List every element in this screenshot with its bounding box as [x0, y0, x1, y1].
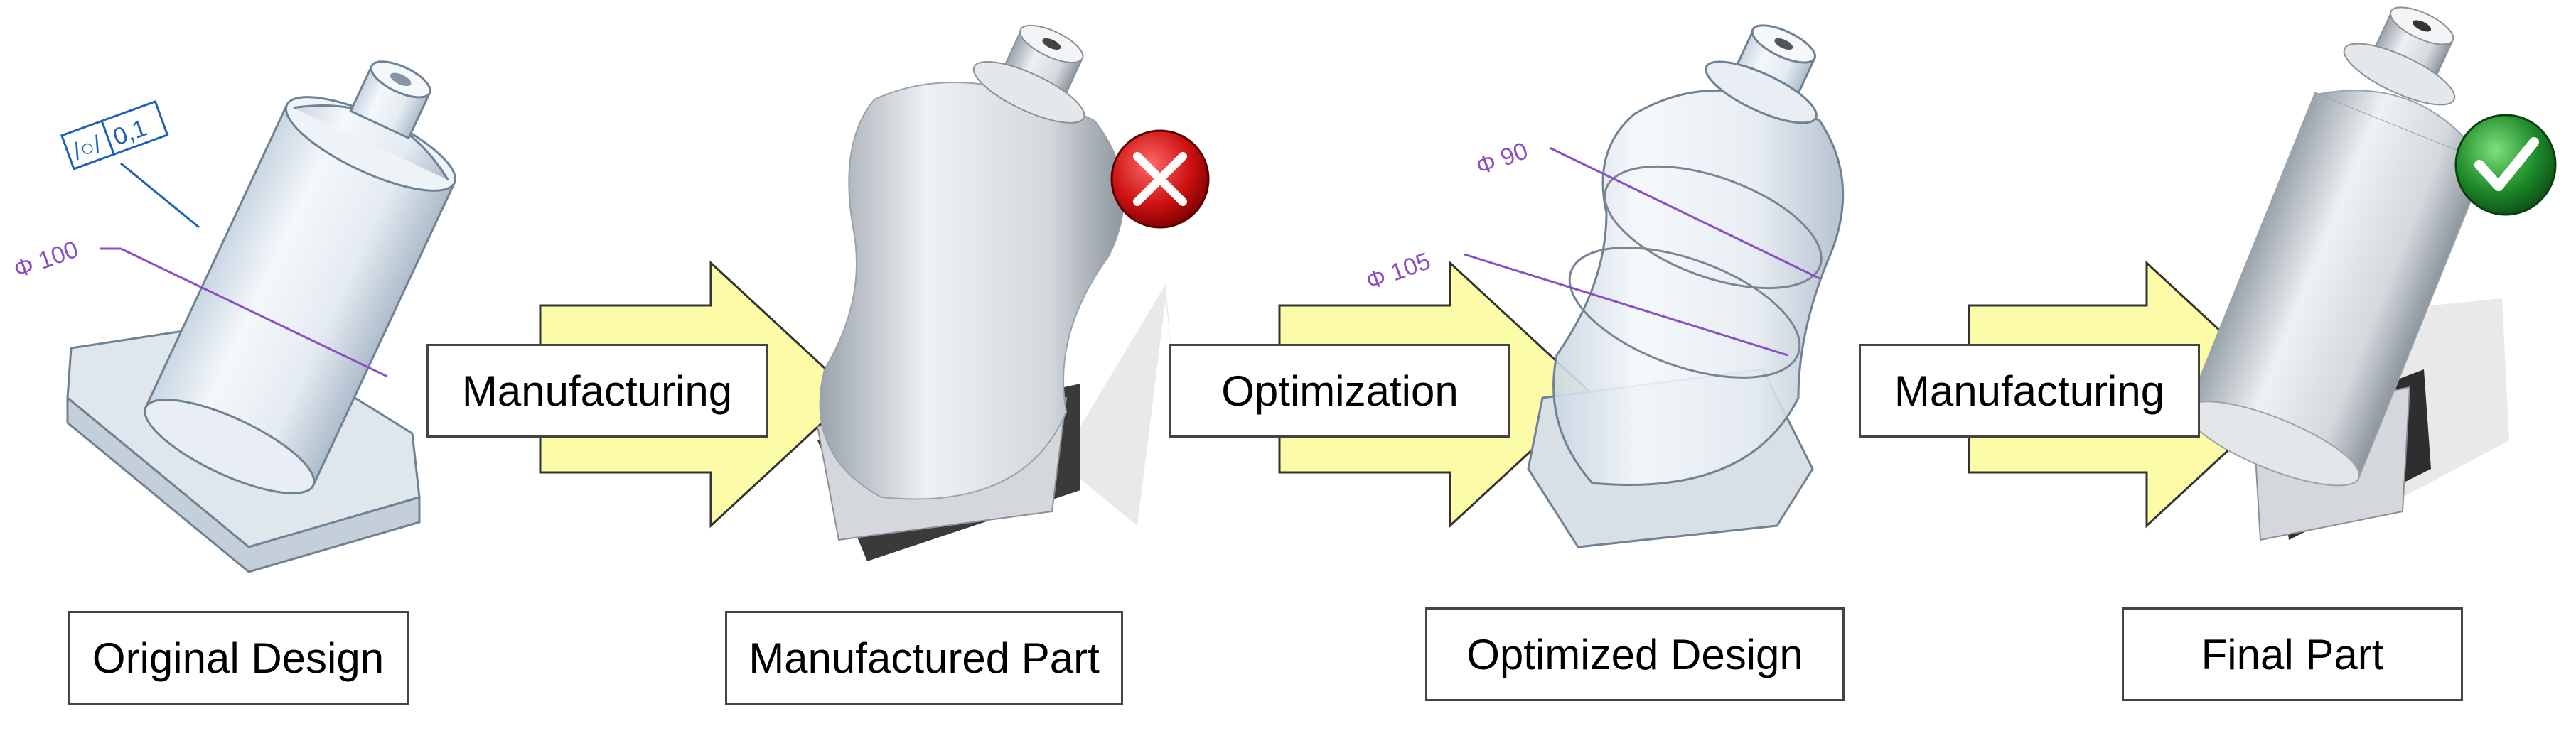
caption-final-part: Final Part — [2122, 607, 2463, 701]
step-label-optimization: Optimization — [1169, 344, 1510, 438]
step-label-manufacturing-1: Manufacturing — [426, 344, 768, 438]
diameter-dimension-line — [120, 247, 388, 378]
caption-original-design: Original Design — [68, 611, 409, 705]
original-diameter-label: Φ 100 — [10, 236, 82, 284]
caption-manufactured-part: Manufactured Part — [725, 611, 1123, 705]
bottom-diameter-dimension-line — [1464, 253, 1788, 357]
top-diameter-dimension-line — [1549, 146, 1820, 280]
optimized-design-part — [1464, 24, 1845, 548]
tolerance-frame — [60, 99, 169, 170]
optimized-top-diameter-label: Φ 90 — [1473, 137, 1532, 180]
checkmark-icon — [2454, 114, 2557, 216]
original-design-part — [60, 60, 456, 573]
cross-icon — [1110, 129, 1210, 229]
final-part — [2186, 6, 2509, 541]
step-label-manufacturing-2: Manufacturing — [1859, 344, 2200, 438]
optimized-bottom-diameter-label: Φ 105 — [1363, 247, 1434, 296]
caption-optimized-design: Optimized Design — [1425, 607, 1845, 701]
manufactured-part — [816, 24, 1173, 561]
